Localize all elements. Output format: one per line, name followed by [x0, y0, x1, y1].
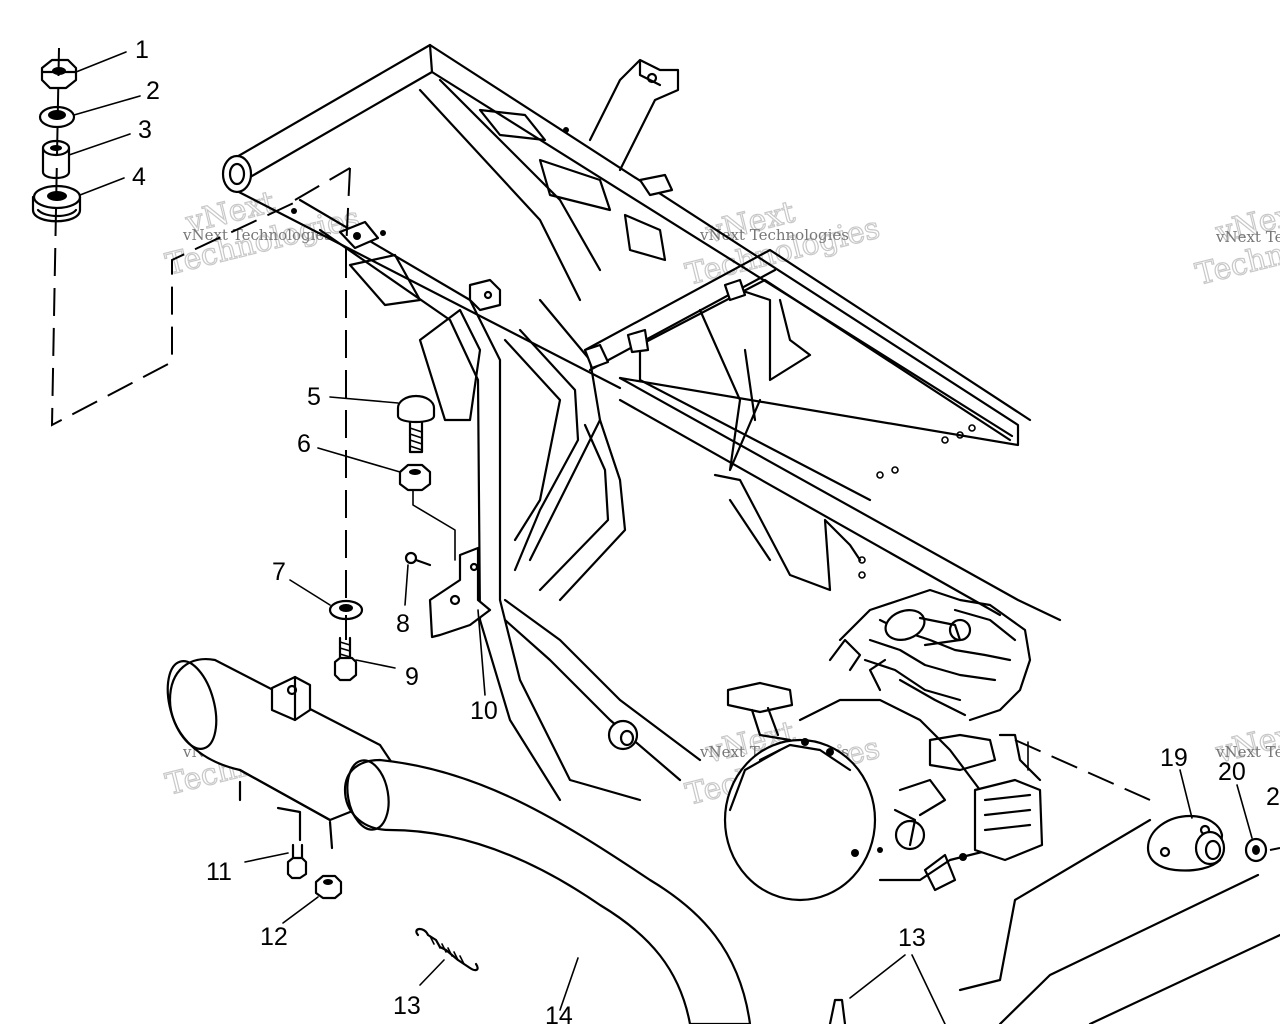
watermark-1: vNext Technologies: [162, 184, 364, 283]
vehicle-frame: [221, 43, 1062, 802]
leader-lines: [68, 51, 1253, 1024]
watermark-small-3: vNext Technologies: [1215, 228, 1280, 246]
callout-13-left: 13: [393, 992, 421, 1020]
part-8-screw: [404, 551, 418, 565]
part-6-nut: [398, 463, 432, 492]
fastener-parts: [31, 58, 1268, 1024]
callout-2: 2: [146, 77, 160, 105]
part-13-spring: [415, 927, 479, 972]
part-9-bolt: [333, 656, 358, 682]
callout-21-partial: 2: [1266, 783, 1280, 811]
callout-1: 1: [135, 36, 149, 64]
callout-7: 7: [272, 558, 286, 586]
callout-12: 12: [260, 923, 288, 951]
engine-stator-cover: [723, 738, 877, 902]
muffler-mount-bracket: [270, 675, 312, 722]
engine-assembly: [723, 588, 1044, 902]
callout-6: 6: [297, 430, 311, 458]
callout-20: 20: [1218, 758, 1246, 786]
callout-3: 3: [138, 116, 152, 144]
watermark-small-1: vNext Technologies: [182, 226, 332, 244]
part-3-spacer: [41, 146, 71, 180]
frame-front-tube-end: [221, 154, 253, 194]
muffler-assembly: [166, 657, 752, 1024]
alignment-lines: [50, 47, 1280, 1024]
callout-labels: 1 2 3 4 5 6 7 8 9 10 11 12 13 13 14 19 2…: [132, 36, 1280, 1024]
callout-13-right: 13: [898, 924, 926, 952]
callout-10: 10: [470, 697, 498, 725]
callout-9: 9: [405, 663, 419, 691]
callout-8: 8: [396, 610, 410, 638]
callout-19: 19: [1160, 744, 1188, 772]
watermark-small-2: vNext Technologies: [699, 226, 849, 244]
callout-5: 5: [307, 383, 321, 411]
watermark-small-6: vNext Technologies: [1215, 743, 1280, 761]
callout-4: 4: [132, 163, 146, 191]
callout-14: 14: [545, 1002, 573, 1024]
part-12-nut: [314, 874, 343, 900]
callout-11: 11: [206, 858, 232, 886]
part-11-bolt: [286, 856, 308, 880]
